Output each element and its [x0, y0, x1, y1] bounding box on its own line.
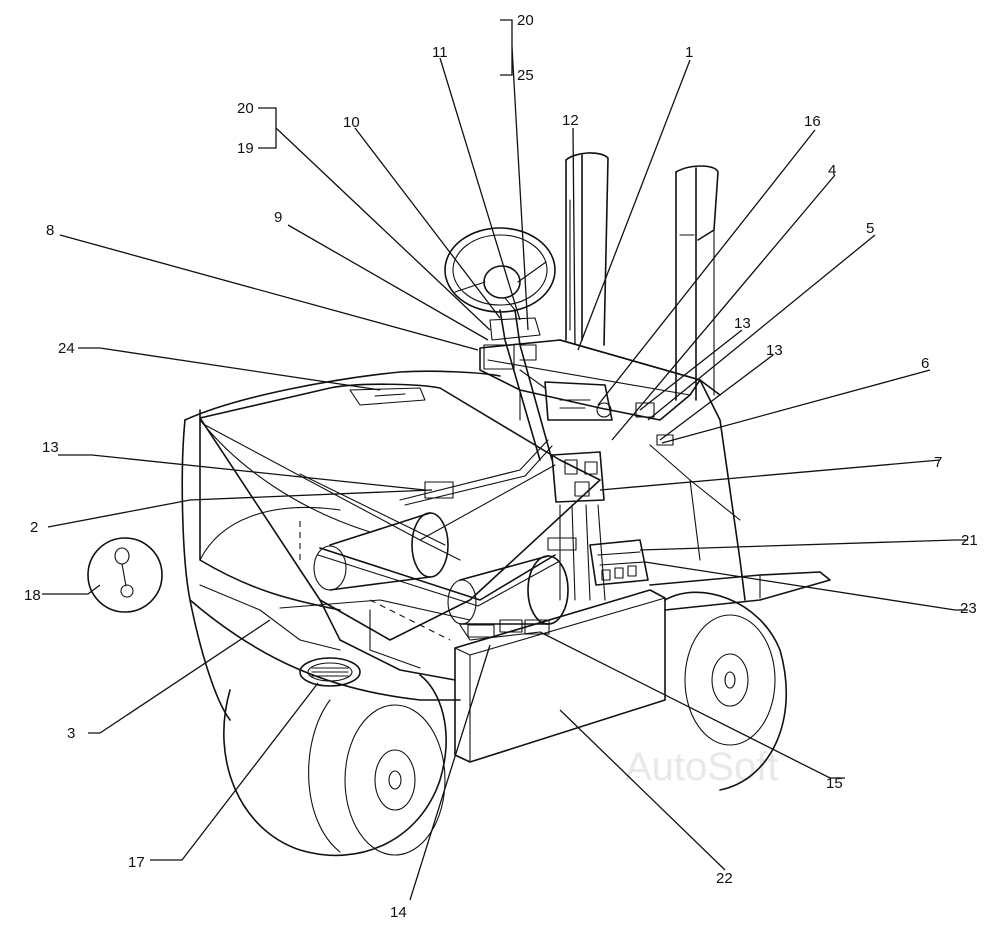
callout-3: 3	[67, 725, 75, 742]
watermark: AutoSoft	[625, 745, 778, 789]
callout-25: 25	[517, 67, 534, 84]
callout-9: 9	[274, 209, 282, 226]
callout-2: 2	[30, 519, 38, 536]
callout-17: 17	[128, 854, 145, 871]
callout-18: 18	[24, 587, 41, 604]
callout-5: 5	[866, 220, 874, 237]
callout-23: 23	[960, 600, 977, 617]
callout-10: 10	[343, 114, 360, 131]
callout-8: 8	[46, 222, 54, 239]
callout-11: 11	[432, 44, 448, 61]
callout-13-a: 13	[734, 315, 751, 332]
callout-24: 24	[58, 340, 75, 357]
callout-19: 19	[237, 140, 254, 157]
callout-4: 4	[828, 162, 836, 179]
callout-20-a: 20	[237, 100, 254, 117]
callout-15: 15	[826, 775, 843, 792]
callout-20-b: 20	[517, 12, 534, 29]
callout-7: 7	[934, 454, 942, 471]
leader-lines	[42, 19, 968, 901]
callout-22: 22	[716, 870, 733, 887]
callout-16: 16	[804, 113, 821, 130]
callout-1: 1	[685, 44, 693, 61]
callout-14: 14	[390, 904, 407, 921]
forklift-body	[181, 152, 831, 857]
callout-labels: 1 2 3 4 5 6 7 8 9 10 11 12 13 13 13 14 1…	[24, 12, 978, 921]
callout-12: 12	[562, 112, 579, 129]
bulb-detail-circle	[87, 537, 163, 613]
callout-13-b: 13	[766, 342, 783, 359]
callout-6: 6	[921, 355, 929, 372]
callout-13-c: 13	[42, 439, 59, 456]
callout-21: 21	[961, 532, 978, 549]
